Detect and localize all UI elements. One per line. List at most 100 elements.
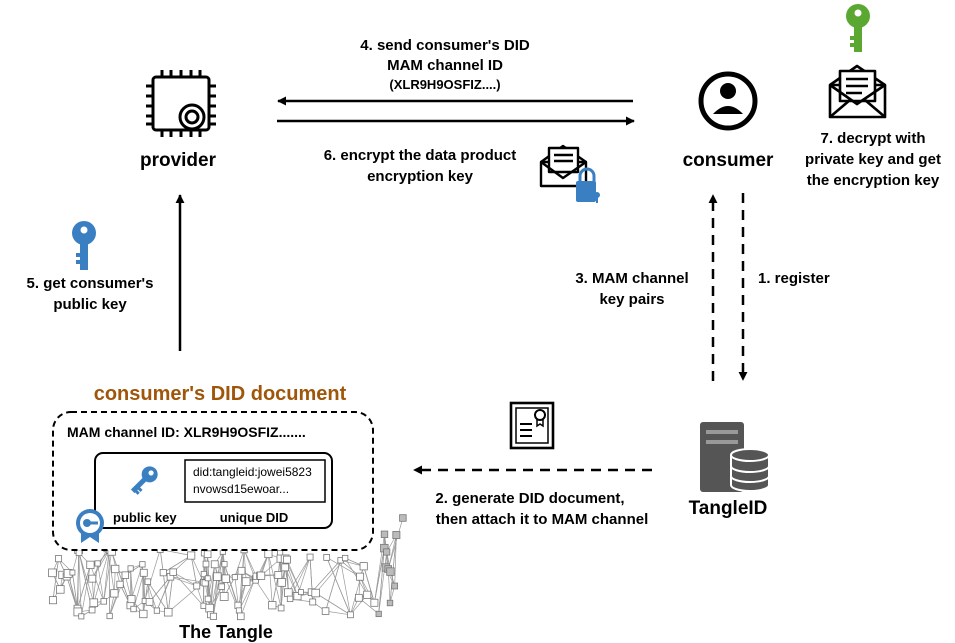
tangle-node <box>241 577 251 586</box>
tangle-node <box>55 555 63 563</box>
step7-line-2: private key and get <box>805 151 941 168</box>
tangle-node <box>130 605 137 613</box>
tangle-node <box>354 593 363 602</box>
tangle-edge <box>213 551 224 617</box>
tangle-edge <box>93 550 110 603</box>
tangle-edge <box>240 578 256 617</box>
tangle-node <box>323 554 331 561</box>
tangle-node <box>205 603 215 613</box>
tangle-node <box>200 570 207 578</box>
tangle-node <box>127 595 136 604</box>
tangle-node <box>69 569 76 576</box>
tangle-node <box>283 555 291 564</box>
tangle-node <box>311 588 320 598</box>
did-document-title: consumer's DID document <box>94 383 347 405</box>
tangle-edge <box>90 564 105 602</box>
tangle-node <box>309 598 317 606</box>
tangle-edge <box>271 574 279 606</box>
public-key-label: public key <box>113 510 177 525</box>
tangle-node <box>204 575 211 582</box>
tangle-edge <box>315 557 346 594</box>
tangle-edge <box>172 571 204 607</box>
tangle-node <box>116 580 124 589</box>
tangle-edge <box>288 556 311 593</box>
tangle-node <box>163 607 173 617</box>
tangle-edge <box>268 553 273 606</box>
tangle-node <box>268 601 277 610</box>
tangle-edge <box>340 560 351 615</box>
tangle-node <box>256 571 266 580</box>
tangle-node <box>48 568 57 578</box>
tangle-node <box>399 514 407 522</box>
did-value-line-1: did:tangleid:jowei5823 <box>193 465 312 479</box>
tangle-node <box>347 611 354 619</box>
tangle-node <box>277 604 285 612</box>
tangle-node <box>383 548 391 556</box>
tangle-edge <box>378 551 388 614</box>
tangle-edge <box>289 556 311 600</box>
tangle-edge <box>170 576 197 587</box>
tangle-node <box>73 607 83 617</box>
tangle-node <box>370 598 379 607</box>
tangle-node <box>121 571 130 579</box>
tangle-node <box>56 585 65 594</box>
tangle-node <box>237 612 245 621</box>
tangle-edge <box>315 592 351 616</box>
tangle-node <box>139 561 146 568</box>
tangle-node <box>88 574 97 583</box>
tangle-edge <box>359 576 375 603</box>
tangle-node <box>284 588 293 597</box>
tangle-node <box>110 589 119 598</box>
tangle-edge <box>108 550 110 617</box>
tangle-node <box>111 564 120 574</box>
tangle-edge <box>52 558 59 601</box>
tangle-node <box>274 571 283 579</box>
tangle-edge <box>77 549 79 612</box>
tangle-node <box>202 560 210 568</box>
tangle-edge <box>190 555 198 587</box>
tangle-edge <box>103 550 110 602</box>
step7-line-3: the encryption key <box>807 172 940 189</box>
tangle-node <box>293 592 302 601</box>
tangle-node <box>213 572 222 581</box>
tangle-edge <box>325 610 351 616</box>
tangle-edge <box>156 576 171 611</box>
tangle-edge <box>325 560 341 612</box>
tangle-node <box>78 613 85 620</box>
tangle-node <box>306 553 314 561</box>
step2-line-2: then attach it to MAM channel <box>436 511 649 528</box>
tangle-edge <box>268 553 282 609</box>
tangle-node <box>297 589 304 596</box>
step4-line-3: (XLR9H9OSFIZ....) <box>389 77 500 92</box>
tangle-edge <box>207 564 216 600</box>
step3-line-1: 3. MAM channel <box>575 270 688 287</box>
tangle-node <box>321 607 330 615</box>
tangle-edge <box>111 551 131 606</box>
tangle-edge <box>243 549 257 577</box>
tangle-node <box>203 550 212 559</box>
tangle-edge <box>163 555 192 573</box>
tangle-edge <box>374 548 385 603</box>
tangle-edge <box>80 564 91 617</box>
tangle-node <box>88 606 96 614</box>
step2-line-1: 2. generate DID document, <box>435 490 624 507</box>
tangle-edge <box>91 550 110 579</box>
tangle-edge <box>363 566 375 603</box>
tangle-node <box>187 551 196 560</box>
step3-line-2: key pairs <box>599 291 664 308</box>
green-key-icon <box>846 4 870 52</box>
tangle-edge <box>255 580 273 606</box>
tangle-node <box>392 531 401 539</box>
tangle-edge <box>103 551 113 602</box>
tangle-node <box>281 563 290 572</box>
tangle-edge <box>77 564 91 609</box>
tangle-node <box>219 592 229 601</box>
blue-key-icon <box>72 221 96 270</box>
tangle-node <box>86 560 95 569</box>
tangle-node <box>356 572 365 581</box>
tangle-edge <box>378 548 385 614</box>
tangle-node <box>359 562 368 571</box>
tangle-edge <box>243 549 247 582</box>
tangle-node <box>145 598 154 606</box>
